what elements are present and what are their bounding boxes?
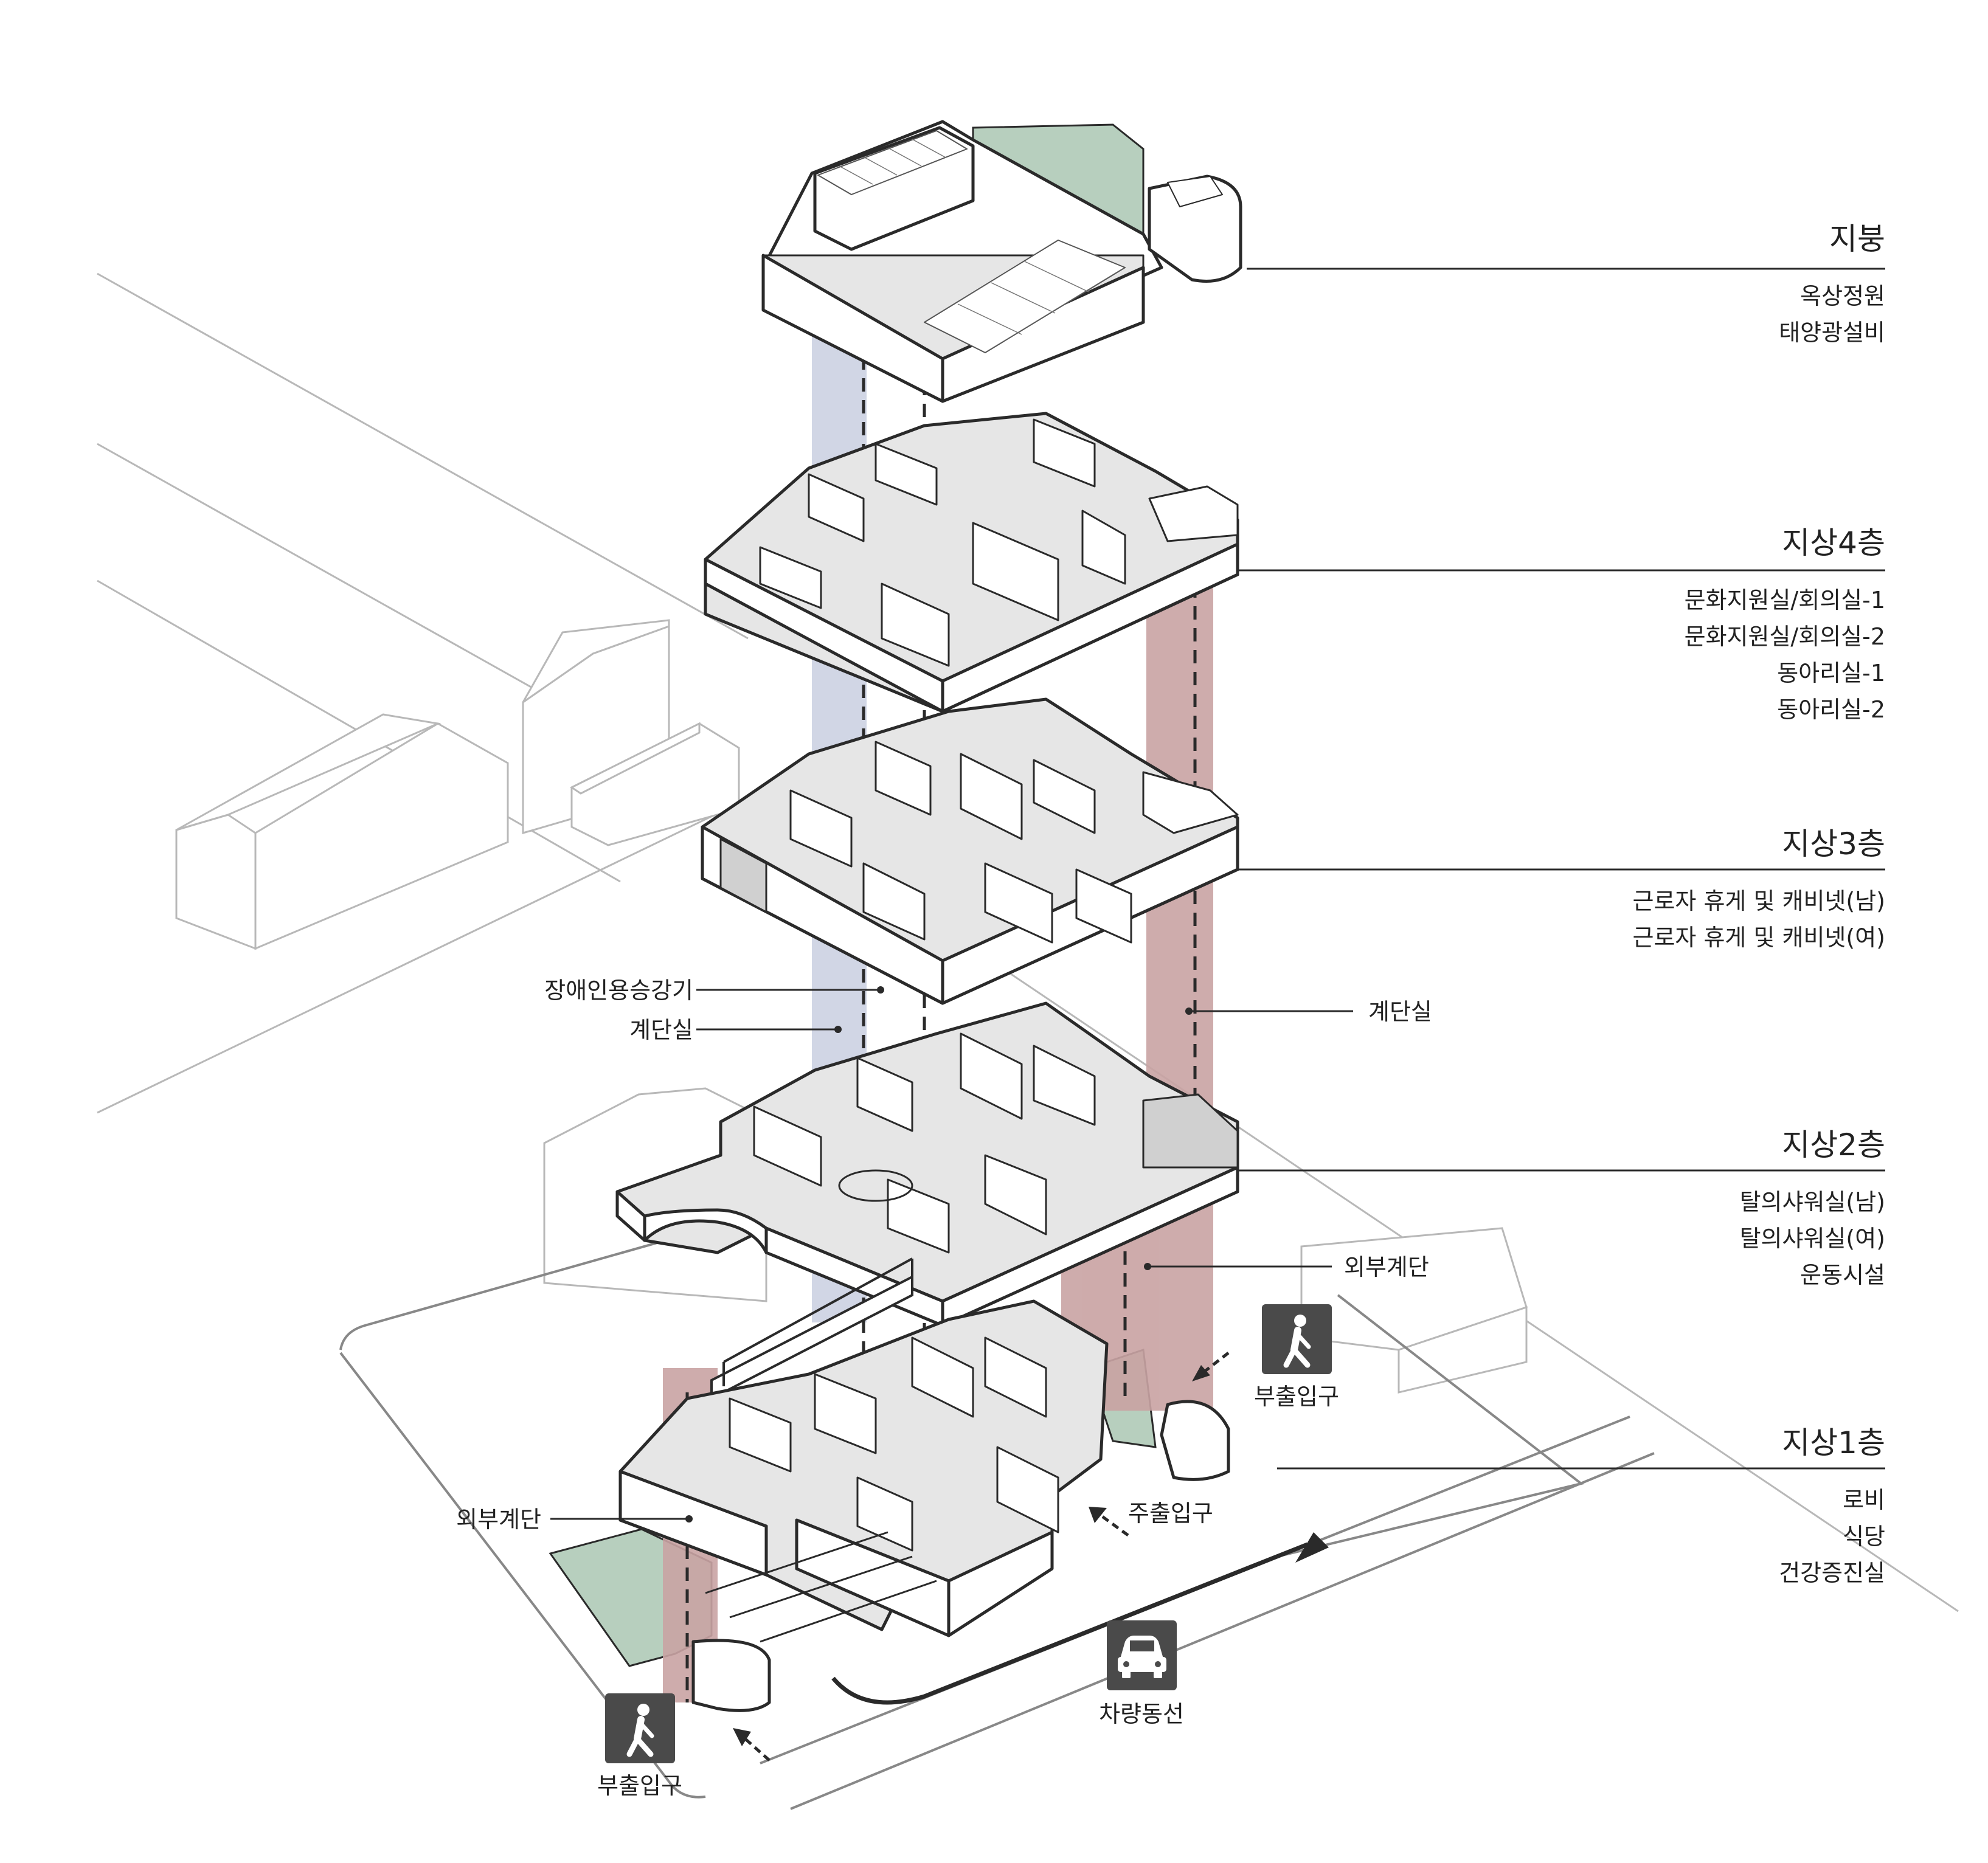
pedestrian-entrance-right: 부출입구 — [1254, 1304, 1339, 1410]
floor-title: 지붕 — [1829, 221, 1885, 257]
floor-room: 식당 — [1843, 1523, 1885, 1550]
floor-room: 옥상정원 — [1800, 283, 1885, 309]
floor-title: 지상3층 — [1782, 826, 1885, 862]
floor-label-1: 지상1층 로비 식당 건강증진실 — [1779, 1425, 1885, 1586]
vehicle-route-marker: 차량동선 — [1099, 1620, 1184, 1727]
floor-room: 탈의샤워실(여) — [1740, 1225, 1885, 1252]
floor-label-roof: 지붕 옥상정원 태양광설비 — [1779, 221, 1885, 346]
floor-3-walls — [719, 741, 1239, 944]
floor-1-walls — [729, 1336, 1059, 1552]
floor-room: 태양광설비 — [1779, 319, 1885, 346]
main-entrance-label: 주출입구 — [1128, 1500, 1213, 1527]
callout-stair-left: 계단실 — [629, 1017, 842, 1043]
callout-stair-right: 계단실 — [1185, 998, 1432, 1025]
pedestrian-icon — [626, 1704, 654, 1757]
floor-title: 지상4층 — [1782, 525, 1885, 561]
main-entrance-marker: 주출입구 — [1089, 1500, 1213, 1537]
floor-label-3: 지상3층 근로자 휴게 및 캐비넷(남) 근로자 휴게 및 캐비넷(여) — [1633, 826, 1886, 951]
floor-room: 근로자 휴게 및 캐비넷(여) — [1633, 924, 1886, 951]
icon-label: 부출입구 — [597, 1772, 682, 1799]
floor-room: 로비 — [1843, 1487, 1885, 1513]
icon-label: 부출입구 — [1254, 1383, 1339, 1410]
floor-room: 동아리실-2 — [1777, 696, 1885, 723]
floor-label-4: 지상4층 문화지원실/회의실-1 문화지원실/회의실-2 동아리실-1 동아리실… — [1685, 525, 1885, 723]
floor-2-slab — [615, 1001, 1239, 1327]
callout-label: 계단실 — [1368, 998, 1432, 1025]
roof-level — [761, 120, 1242, 403]
side-entrance-arrow-bottom — [733, 1728, 771, 1761]
leader-lines — [1238, 268, 1885, 1470]
icon-label: 차량동선 — [1099, 1701, 1184, 1727]
floor-title: 지상2층 — [1782, 1127, 1885, 1163]
entrance-arrow-icon — [1093, 1509, 1129, 1537]
floor-room: 건강증진실 — [1779, 1560, 1885, 1586]
callout-label: 장애인용승강기 — [544, 977, 693, 1004]
callout-label: 외부계단 — [1344, 1254, 1429, 1281]
parking-lines — [705, 1531, 937, 1643]
stair-band-right — [1061, 559, 1213, 1411]
neighbor-building-left — [175, 619, 740, 950]
pedestrian-icon — [1283, 1315, 1311, 1368]
callout-elevator: 장애인용승강기 — [544, 977, 884, 1004]
side-entrance-arrow-right — [1192, 1352, 1230, 1381]
floor-1-slab — [618, 1299, 1230, 1712]
floor-2-walls — [753, 1032, 1239, 1254]
floor-4-slab — [704, 412, 1239, 713]
rooftop-grid — [839, 139, 1089, 335]
floor-room: 문화지원실/회의실-1 — [1685, 587, 1885, 614]
floor-3-slab — [701, 697, 1239, 1005]
floor-room: 운동시설 — [1800, 1262, 1885, 1288]
floor-room: 탈의샤워실(남) — [1740, 1189, 1885, 1215]
callout-label: 계단실 — [629, 1017, 693, 1043]
floor-title: 지상1층 — [1782, 1425, 1885, 1460]
floor-room: 문화지원실/회의실-2 — [1685, 623, 1885, 650]
callout-external-stair-lower: 외부계단 — [456, 1506, 693, 1533]
floor-room: 동아리실-1 — [1777, 660, 1885, 686]
callout-external-stair-upper: 외부계단 — [1144, 1254, 1429, 1281]
floor-room: 근로자 휴게 및 캐비넷(남) — [1633, 888, 1886, 914]
floor-label-2: 지상2층 탈의샤워실(남) 탈의샤워실(여) 운동시설 — [1740, 1127, 1885, 1288]
pedestrian-entrance-bottom: 부출입구 — [597, 1693, 682, 1799]
callout-label: 외부계단 — [456, 1506, 541, 1533]
vehicle-route — [831, 1532, 1329, 1705]
car-icon — [1118, 1636, 1166, 1678]
solar-panels — [817, 130, 1126, 353]
floor-4-walls — [759, 418, 1239, 667]
